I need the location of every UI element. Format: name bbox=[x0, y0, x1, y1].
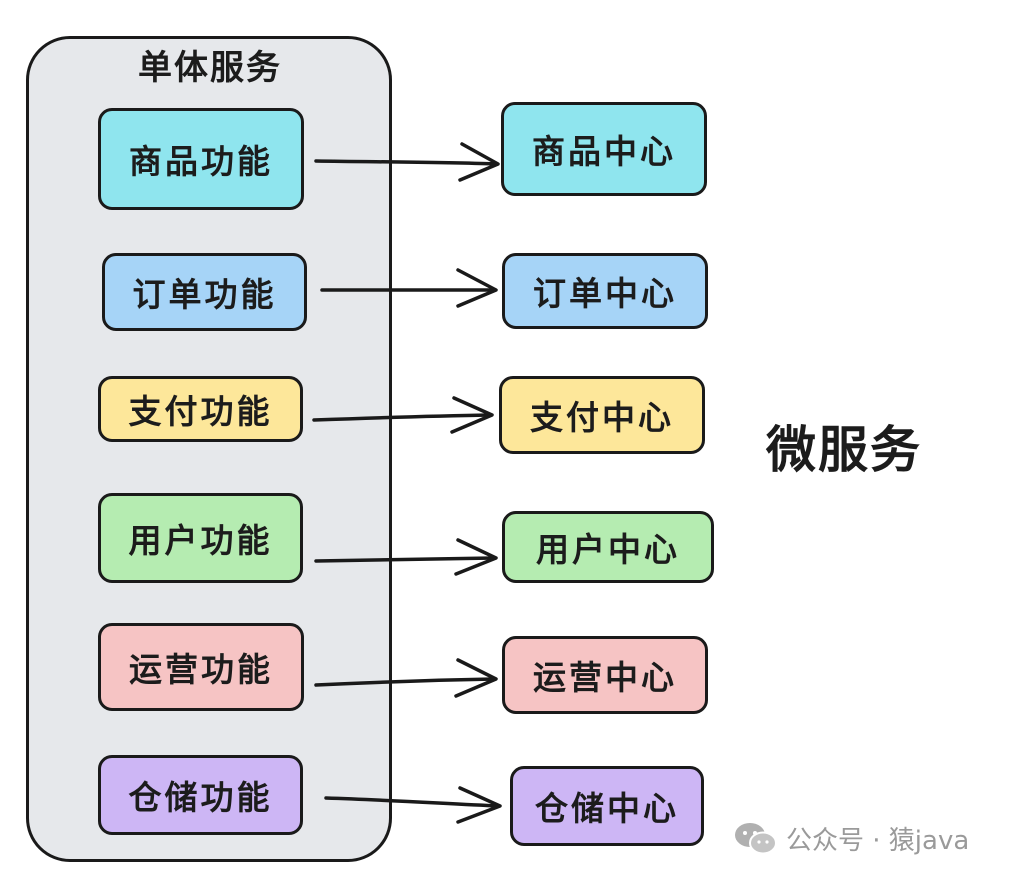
service-operations: 运营中心 bbox=[502, 636, 708, 714]
module-order: 订单功能 bbox=[102, 253, 307, 331]
service-user: 用户中心 bbox=[502, 511, 714, 583]
microservices-label: 微服务 bbox=[766, 421, 922, 479]
arrow-warehouse bbox=[324, 786, 502, 824]
arrow-product bbox=[314, 142, 500, 182]
watermark: 公众号 · 猿java bbox=[734, 820, 969, 857]
service-payment: 支付中心 bbox=[499, 376, 705, 454]
arrow-operations bbox=[314, 658, 498, 698]
module-product: 商品功能 bbox=[98, 108, 304, 210]
wechat-icon bbox=[734, 821, 778, 857]
service-product: 商品中心 bbox=[501, 102, 707, 196]
monolith-title: 单体服务 bbox=[138, 48, 282, 88]
module-payment: 支付功能 bbox=[98, 376, 303, 442]
module-user: 用户功能 bbox=[98, 493, 303, 583]
module-operations: 运营功能 bbox=[98, 623, 304, 711]
arrow-user bbox=[314, 538, 498, 576]
arrow-payment bbox=[312, 396, 494, 434]
module-warehouse: 仓储功能 bbox=[98, 755, 303, 835]
arrow-order bbox=[320, 268, 498, 308]
service-warehouse: 仓储中心 bbox=[510, 766, 704, 846]
watermark-text: 公众号 · 猿java bbox=[786, 826, 970, 856]
service-order: 订单中心 bbox=[502, 253, 708, 329]
